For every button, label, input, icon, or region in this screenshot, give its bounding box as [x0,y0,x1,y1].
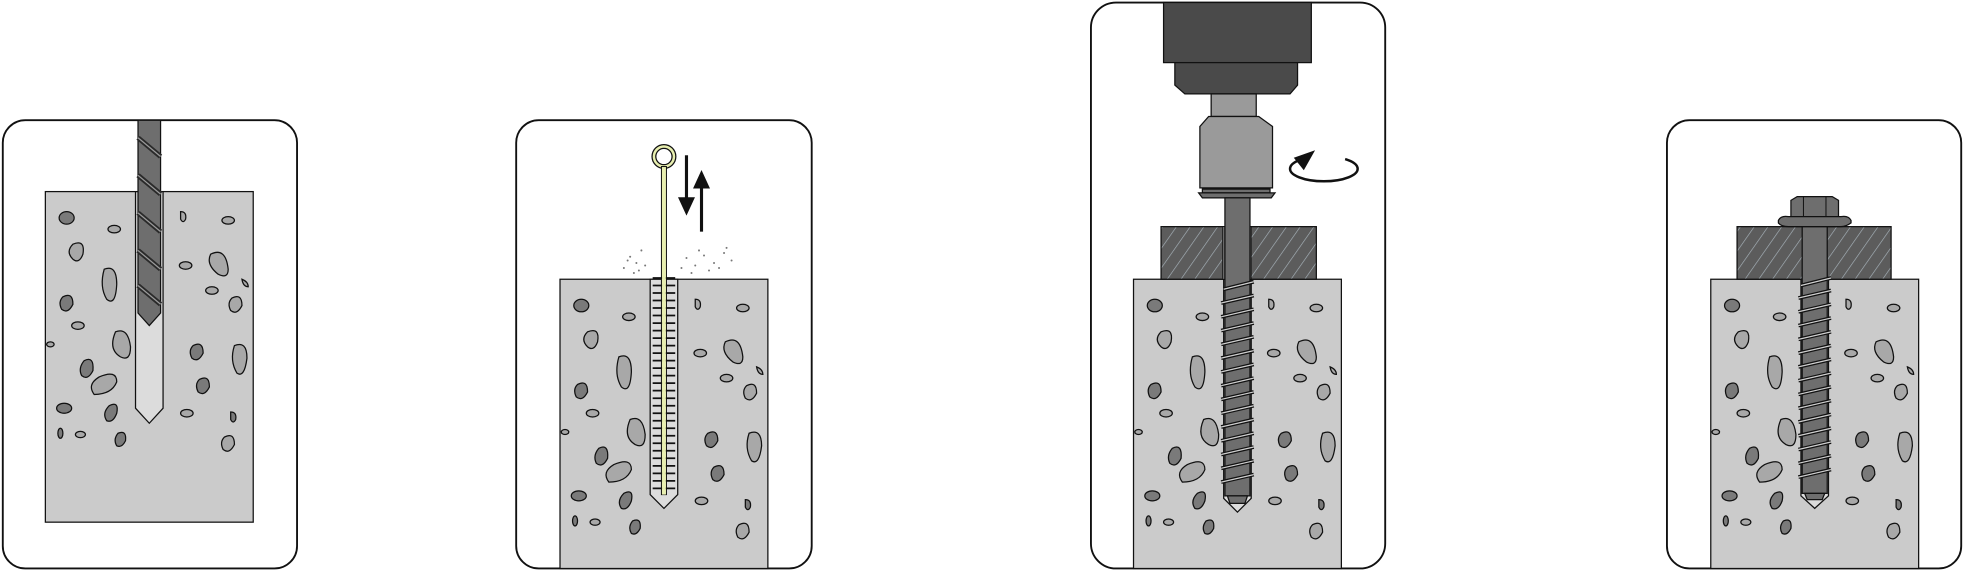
step-drill-hole-panel [1,119,298,570]
rotation-arrow-icon [1288,150,1359,183]
screw-anchor-icon [1777,195,1852,501]
drill-bit-icon [136,119,163,327]
up-down-arrows-icon [677,155,711,232]
step-installed-panel [1666,119,1963,570]
brush-icon [651,144,677,496]
dust-particles [622,246,733,274]
step-set-screw-panel [1090,1,1387,570]
step-clean-hole-panel [515,119,813,570]
screw-anchor-icon [1197,188,1277,505]
impact-driver-icon [1162,1,1312,189]
